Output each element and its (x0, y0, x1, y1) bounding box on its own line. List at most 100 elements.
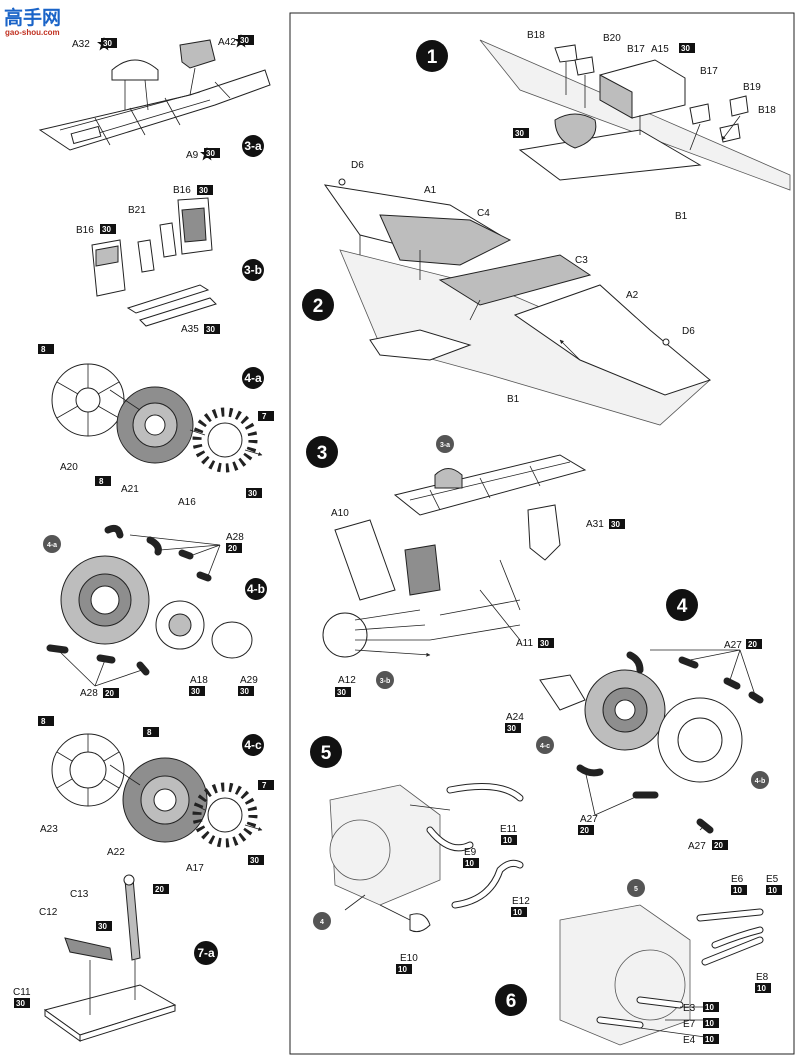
badge-A15 (679, 43, 695, 53)
badge-A20 (38, 344, 54, 354)
step-badge-4a (242, 367, 264, 389)
label-B17-top: B17 (627, 44, 645, 55)
label-B1-step2: B1 (507, 394, 520, 405)
svg-text:4: 4 (320, 919, 324, 926)
svg-text:10: 10 (465, 859, 474, 868)
svg-text:4-a: 4-a (47, 542, 57, 549)
label-B1-step1: B1 (675, 211, 688, 222)
label-E7: E7 (683, 1019, 696, 1030)
badge-A17 (248, 855, 264, 865)
label-E3: E3 (683, 1003, 696, 1014)
label-A21: A21 (121, 484, 139, 495)
label-E6: E6 (731, 874, 744, 885)
badge-A32 (101, 38, 117, 48)
label-A31: A31 (586, 519, 604, 530)
svg-text:30: 30 (337, 688, 346, 697)
label-A27-left: A27 (580, 814, 598, 825)
svg-text:20: 20 (580, 826, 589, 835)
svg-text:4-a: 4-a (244, 371, 262, 385)
label-A28-top: A28 (226, 532, 244, 543)
svg-text:20: 20 (714, 841, 723, 850)
svg-text:20: 20 (105, 689, 114, 698)
svg-text:30: 30 (103, 39, 112, 48)
label-E8: E8 (756, 972, 769, 983)
label-B20: B20 (603, 33, 621, 44)
label-A42: A42 (218, 37, 236, 48)
svg-text:20: 20 (228, 544, 237, 553)
step-badge-3b (242, 259, 264, 281)
svg-text:1: 1 (427, 47, 438, 68)
label-B17-right: B17 (700, 66, 718, 77)
badge-A16-count (258, 411, 274, 421)
ref-3b (376, 671, 394, 689)
step-badge-4c (242, 734, 264, 756)
svg-text:4-b: 4-b (755, 778, 766, 785)
label-A20: A20 (60, 462, 78, 473)
step-badge-3 (306, 436, 338, 468)
svg-text:10: 10 (705, 1035, 714, 1044)
svg-text:8: 8 (99, 477, 104, 486)
label-A1: A1 (424, 185, 437, 196)
label-B16-right: B16 (173, 185, 191, 196)
label-E10: E10 (400, 953, 418, 964)
svg-text:30: 30 (102, 225, 111, 234)
label-E12: E12 (512, 896, 530, 907)
badge-A24 (505, 723, 521, 733)
badge-A9 (204, 148, 220, 158)
label-A2: A2 (626, 290, 639, 301)
svg-text:30: 30 (515, 129, 524, 138)
svg-text:30: 30 (191, 687, 200, 696)
svg-text:30: 30 (199, 186, 208, 195)
label-A18: A18 (190, 675, 208, 686)
label-A24: A24 (506, 712, 524, 723)
svg-text:6: 6 (506, 991, 517, 1012)
svg-text:4-c: 4-c (244, 738, 262, 752)
svg-text:8: 8 (41, 717, 46, 726)
svg-text:10: 10 (398, 965, 407, 974)
badge-E5 (766, 885, 782, 895)
step-2-diagram: 2 D6 A1 C4 C3 A2 D6 B1 (302, 160, 712, 426)
step-4c-diagram: 8 A23 8 A22 7 A17 30 4-c (38, 716, 274, 874)
label-A27-top: A27 (724, 640, 742, 651)
step-badge-4 (666, 589, 698, 621)
main-steps-frame (289, 12, 795, 1055)
step-badge-4b (245, 578, 267, 600)
step-badge-6 (495, 984, 527, 1016)
svg-text:8: 8 (41, 345, 46, 354)
badge-C12 (96, 921, 112, 931)
label-C12: C12 (39, 907, 58, 918)
badge-A16 (246, 488, 262, 498)
svg-text:30: 30 (611, 520, 620, 529)
svg-text:3-a: 3-a (440, 442, 450, 449)
ref-4b (751, 771, 769, 789)
svg-text:7: 7 (262, 781, 267, 790)
step-4-diagram: 4 4-c 4-b A27 20 A24 30 A27 20 A27 20 (505, 589, 769, 852)
svg-text:5: 5 (634, 886, 638, 893)
ref-4a (43, 535, 61, 553)
label-C11: C11 (13, 987, 31, 998)
svg-text:10: 10 (733, 886, 742, 895)
label-E4: E4 (683, 1035, 696, 1046)
label-A16: A16 (178, 497, 196, 508)
step-badge-7a (194, 941, 218, 965)
label-E9: E9 (464, 847, 477, 858)
watermark-logo: 高手网 (4, 6, 61, 29)
label-A10: A10 (331, 508, 349, 519)
badge-A27-right (712, 840, 728, 850)
step-badge-1 (416, 40, 448, 72)
svg-text:30: 30 (206, 149, 215, 158)
label-B18-right: B18 (758, 105, 776, 116)
badge-C11 (14, 998, 30, 1008)
label-D6-left: D6 (351, 160, 364, 171)
label-B21: B21 (128, 205, 146, 216)
label-A29: A29 (240, 675, 258, 686)
label-C13: C13 (70, 889, 89, 900)
svg-text:10: 10 (705, 1003, 714, 1012)
label-B19: B19 (743, 82, 761, 93)
step-1-diagram: 1 B18 B20 B17 A15 30 B17 B19 B18 30 B1 (416, 30, 791, 222)
step-4a-diagram: 8 A20 8 A21 7 A16 30 4-a (38, 344, 274, 508)
badge-A42 (238, 35, 254, 45)
badge-A11 (538, 638, 554, 648)
svg-text:10: 10 (705, 1019, 714, 1028)
